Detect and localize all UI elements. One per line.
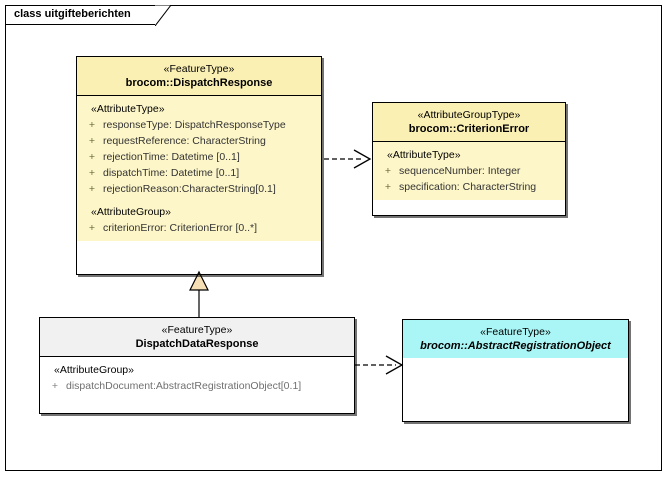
visibility-marker: + <box>88 135 96 147</box>
class-box-dispatch-data-response[interactable]: «FeatureType» DispatchDataResponse «Attr… <box>39 317 355 414</box>
attribute-label: specification: CharacterString <box>399 181 537 193</box>
visibility-marker: + <box>88 151 96 163</box>
attribute-label: sequenceNumber: Integer <box>399 165 521 177</box>
diagram-title: class uitgifteberichten <box>14 8 131 20</box>
attribute-row[interactable]: + rejectionReason:CharacterString[0.1] <box>81 181 317 197</box>
attribute-label: rejectionTime: Datetime [0..1] <box>103 151 240 163</box>
attribute-label: criterionError: CriterionError [0..*] <box>103 222 258 234</box>
stereotype-label: «FeatureType» <box>480 326 551 338</box>
class-header-abstract-registration-object: «FeatureType» brocom::AbstractRegistrati… <box>403 320 628 358</box>
attribute-label: dispatchTime: Datetime [0..1] <box>103 167 240 179</box>
class-box-criterion-error[interactable]: «AttributeGroupType» brocom::CriterionEr… <box>372 102 566 216</box>
visibility-marker: + <box>88 222 96 234</box>
compartment-label-attributetype: «AttributeType» <box>387 149 461 161</box>
stereotype-label: «AttributeGroupType» <box>417 109 521 121</box>
attribute-label: requestReference: CharacterString <box>103 135 266 147</box>
diagram-frame-tab <box>5 5 155 25</box>
tab-slant-icon <box>155 5 171 26</box>
class-name-label: DispatchDataResponse <box>135 338 259 350</box>
attribute-label: rejectionReason:CharacterString[0.1] <box>103 183 276 195</box>
diagram-frame <box>5 5 662 471</box>
visibility-marker: + <box>51 380 59 392</box>
attribute-label: dispatchDocument:AbstractRegistrationObj… <box>66 380 302 392</box>
stereotype-label: «FeatureType» <box>163 63 235 75</box>
attribute-row[interactable]: + responseType: DispatchResponseType <box>81 117 317 133</box>
visibility-marker: + <box>384 181 392 193</box>
compartment-label-attributetype: «AttributeType» <box>91 103 165 115</box>
class-body-dispatch-data-response: «AttributeGroup» + dispatchDocument:Abst… <box>40 357 354 399</box>
attribute-label: responseType: DispatchResponseType <box>103 119 286 131</box>
visibility-marker: + <box>88 167 96 179</box>
visibility-marker: + <box>88 183 96 195</box>
attribute-row[interactable]: + dispatchDocument:AbstractRegistrationO… <box>44 378 350 394</box>
class-header-dispatch-response: «FeatureType» brocom::DispatchResponse <box>77 57 321 96</box>
class-name-label: brocom::DispatchResponse <box>125 77 273 89</box>
class-body-criterion-error: «AttributeType» + sequenceNumber: Intege… <box>373 142 565 200</box>
class-body-dispatch-response: «AttributeType» + responseType: Dispatch… <box>77 96 321 241</box>
visibility-marker: + <box>384 165 392 177</box>
visibility-marker: + <box>88 119 96 131</box>
class-box-dispatch-response[interactable]: «FeatureType» brocom::DispatchResponse «… <box>76 56 322 275</box>
diagram-frame-tab-slant <box>155 5 171 26</box>
attribute-row[interactable]: + criterionError: CriterionError [0..*] <box>81 220 317 236</box>
attribute-row[interactable]: + sequenceNumber: Integer <box>377 163 561 179</box>
class-header-criterion-error: «AttributeGroupType» brocom::CriterionEr… <box>373 103 565 142</box>
attribute-row[interactable]: + rejectionTime: Datetime [0..1] <box>81 149 317 165</box>
attribute-row[interactable]: + dispatchTime: Datetime [0..1] <box>81 165 317 181</box>
class-box-abstract-registration-object[interactable]: «FeatureType» brocom::AbstractRegistrati… <box>402 319 629 422</box>
attribute-row[interactable]: + specification: CharacterString <box>377 179 561 195</box>
class-header-dispatch-data-response: «FeatureType» DispatchDataResponse <box>40 318 354 357</box>
stereotype-label: «FeatureType» <box>161 324 233 336</box>
compartment-label-attributegroup: «AttributeGroup» <box>54 364 134 376</box>
compartment-label-attributegroup: «AttributeGroup» <box>91 206 171 218</box>
class-name-label: brocom::CriterionError <box>408 123 530 135</box>
class-name-label: brocom::AbstractRegistrationObject <box>420 340 611 352</box>
attribute-row[interactable]: + requestReference: CharacterString <box>81 133 317 149</box>
